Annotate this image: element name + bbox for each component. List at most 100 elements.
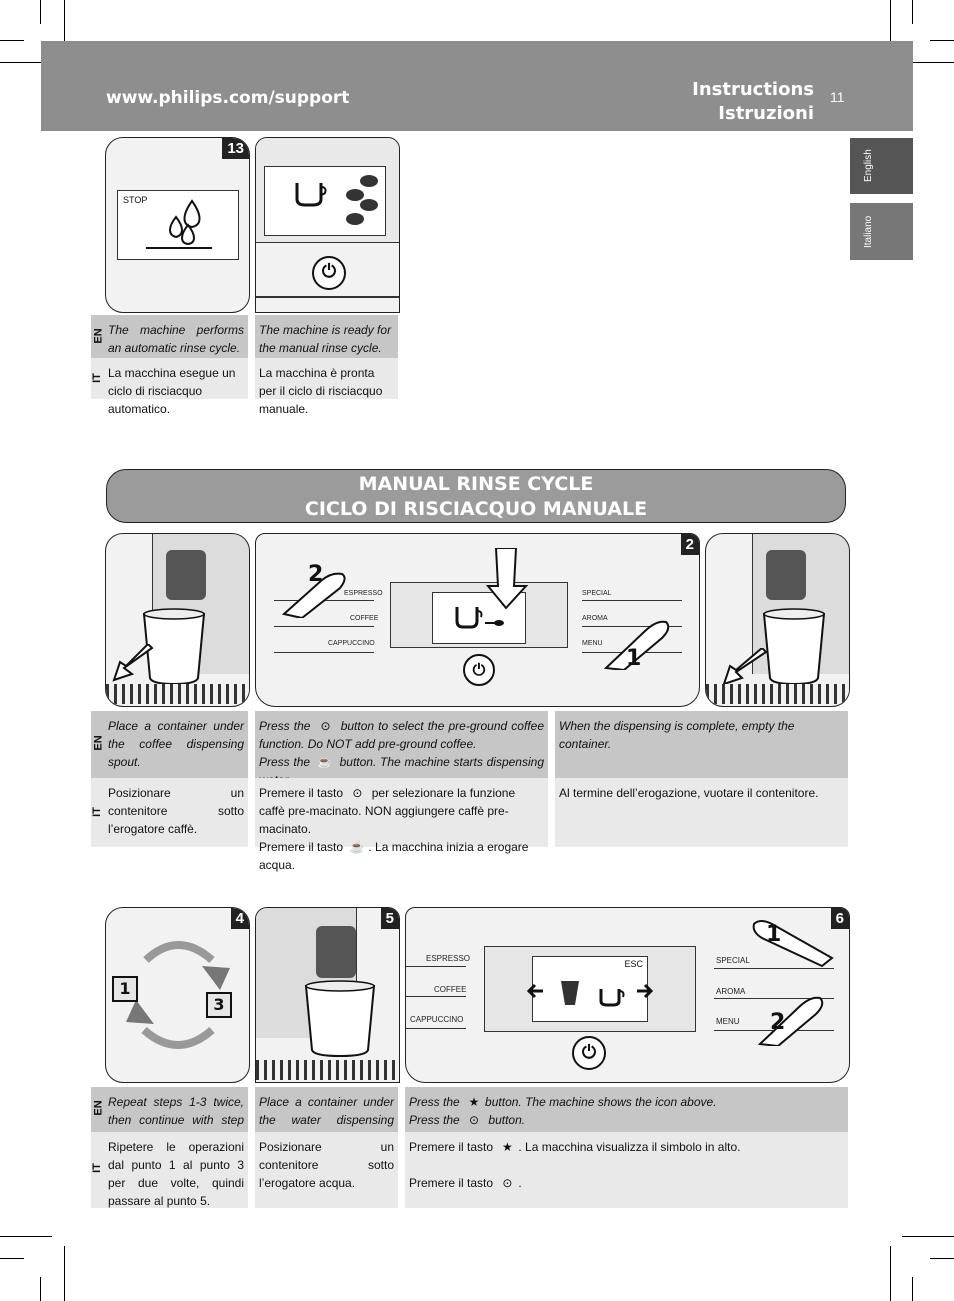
button-divider [406, 966, 466, 967]
aroma-preground-icon: ⊙ [469, 1113, 480, 1127]
text-fragment: Premere il tasto [259, 786, 344, 800]
step-6-text-it: Premere il tasto ★. La macchina visualiz… [405, 1132, 848, 1208]
special-star-icon: ★ [501, 1140, 513, 1154]
power-button[interactable]: ⏻ [463, 654, 495, 686]
text-fragment: button. The machine shows the icon above… [485, 1095, 717, 1109]
step-14-text-en: The machine is ready for the manual rins… [255, 315, 398, 358]
text-fragment: Press the [409, 1095, 460, 1109]
finger-pointer-icon [752, 920, 834, 968]
power-button[interactable]: ⏻ [312, 256, 346, 290]
step-13-text-en: The machine performs an automatic rinse … [91, 315, 248, 358]
cup-preground-icon [455, 607, 504, 629]
special-star-icon: ★ [468, 1095, 480, 1109]
text-fragment: Press the [259, 755, 311, 769]
crop-mark [890, 1246, 891, 1301]
aroma-preground-icon: ⊙ [502, 1176, 513, 1190]
step-number: 6 [830, 908, 849, 929]
power-button[interactable]: ⏻ [572, 1036, 606, 1070]
step-number: 13 [222, 138, 249, 159]
step-6-text-en: Press the ★ button. The machine shows the… [405, 1087, 848, 1132]
language-tab-italiano[interactable]: Italiano [850, 203, 913, 260]
drip-tray [706, 684, 849, 704]
step-4-illustration: 4 1 3 [105, 907, 250, 1083]
callout-step-1: 1 [112, 976, 138, 1002]
language-tab-english[interactable]: English [850, 138, 913, 194]
text-fragment: . La macchina inizia a erogare acqua. [259, 840, 529, 872]
callout-2: 2 [308, 562, 324, 587]
crop-mark [890, 0, 891, 60]
step-4-text-it: Ripetere le operazioni dal punto 1 al pu… [91, 1132, 248, 1208]
lang-tag-en: EN [92, 328, 105, 344]
crop-mark [40, 1277, 41, 1301]
text-fragment: Press the [259, 719, 311, 733]
step-2-text-it: Premere il tasto ⊙ per selezionare la fu… [255, 778, 548, 872]
aroma-button[interactable]: AROMA [716, 987, 746, 996]
esc-label: ESC [624, 959, 643, 969]
section-title-en: MANUAL RINSE CYCLE [358, 473, 594, 495]
aroma-button[interactable]: AROMA [582, 615, 608, 622]
lang-tag-it: IT [90, 1163, 103, 1173]
step-5-text-en: Place a container under the water dispen… [255, 1087, 398, 1145]
button-divider [582, 626, 682, 627]
repeat-cycle-icon [126, 941, 230, 1049]
page-header [41, 41, 913, 131]
water-drops-icon [169, 199, 201, 245]
text-fragment: button to select the pre-ground coffee f… [259, 719, 544, 751]
coffee-button[interactable]: COFFEE [350, 615, 379, 622]
page-title: Instructions Istruzioni [692, 78, 814, 126]
button-divider [582, 600, 682, 601]
water-dispense-icon [526, 981, 654, 1007]
crop-mark [0, 1258, 24, 1259]
step-3-illustration: 3 [705, 533, 850, 707]
support-url[interactable]: www.philips.com/support [106, 88, 350, 108]
machine-display [264, 166, 386, 236]
button-divider [274, 626, 374, 627]
machine-display: STOP [117, 190, 239, 260]
cup-icon [295, 183, 327, 207]
crop-mark [64, 1246, 65, 1301]
crop-mark [0, 62, 52, 63]
cappuccino-button[interactable]: CAPPUCCINO [410, 1015, 464, 1024]
cup-memo-icon: ☕ [349, 840, 365, 854]
espresso-button[interactable]: ESPRESSO [426, 954, 471, 963]
container-illustration [762, 608, 826, 686]
lang-tag-it: IT [90, 373, 103, 383]
cappuccino-button[interactable]: CAPPUCCINO [328, 640, 375, 647]
coffee-button[interactable]: COFFEE [434, 985, 467, 994]
special-button[interactable]: SPECIAL [716, 956, 750, 965]
page-number: 11 [830, 89, 845, 105]
lang-tag-en: EN [92, 1100, 105, 1116]
espresso-button[interactable]: ESPRESSO [344, 590, 383, 597]
container-illustration [304, 980, 376, 1058]
container-illustration [142, 608, 206, 686]
step-2-illustration: 2 ESPRESSO COFFEE CAPPUCCINO 2 SPECIAL A… [255, 533, 700, 707]
crop-mark [0, 1236, 52, 1237]
button-divider [406, 996, 466, 997]
crop-mark [902, 1236, 954, 1237]
step-1-text-it: Posizionare un contenitore sotto l’eroga… [91, 778, 248, 847]
step-number: 2 [680, 534, 699, 555]
language-tab-label: Italiano [863, 215, 874, 248]
callout-1: 1 [626, 646, 642, 671]
special-button[interactable]: SPECIAL [582, 590, 612, 597]
title-english: Instructions [692, 79, 814, 100]
step-1-text-en: Place a container under the coffee dispe… [91, 711, 248, 778]
text-fragment: Press the [409, 1113, 460, 1127]
text-fragment: button. [488, 1113, 526, 1127]
callout-1: 1 [766, 922, 782, 947]
text-fragment: . [518, 1176, 522, 1190]
step-4-text-en: Repeat steps 1-3 twice, then continue wi… [91, 1087, 248, 1145]
machine-display: ESC [526, 956, 654, 1022]
menu-button[interactable]: MENU [716, 1017, 740, 1026]
text-fragment: Premere il tasto [409, 1176, 494, 1190]
aroma-preground-icon: ⊙ [320, 719, 331, 733]
lang-tag-it: IT [90, 807, 103, 817]
text-fragment: Premere il tasto [409, 1140, 494, 1154]
text-fragment: per selezionare la funzione caffè pre-ma… [259, 786, 516, 836]
menu-button[interactable]: MENU [582, 640, 603, 647]
crop-mark [930, 40, 954, 41]
arrow-icon [722, 648, 768, 686]
step-14-illustration: 14 ⏻ [255, 137, 400, 313]
crop-mark [64, 0, 65, 60]
button-divider [714, 968, 834, 969]
